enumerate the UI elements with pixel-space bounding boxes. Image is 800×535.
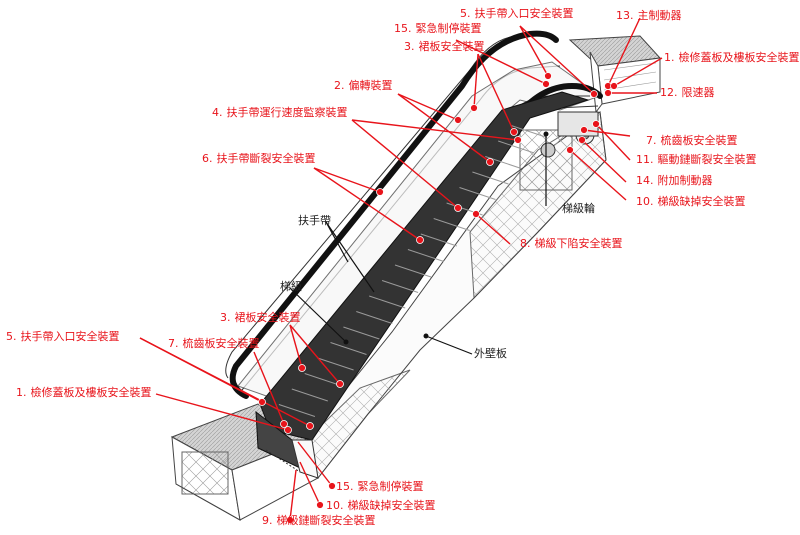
skirt-bottom: [265, 439, 319, 479]
step-tread: [330, 342, 367, 355]
label-outer-panel: 外壁板: [474, 347, 507, 360]
label-handrail-break: 6.扶手帶斷裂安全裝置: [202, 152, 316, 165]
label-emergency-stop-top: 15.緊急制停裝置: [394, 22, 482, 35]
label-handrail-entry-top: 5.扶手帶入口安全裝置: [460, 7, 574, 20]
label-speed-governor: 12.限速器: [660, 86, 715, 99]
label-deflection: 2.偏轉裝置: [334, 79, 393, 92]
label-cover-plate-top: 1.檢修蓋板及樓板安全裝置: [664, 51, 800, 64]
label-handrail-speed: 4.扶手帶運行速度監察裝置: [212, 106, 348, 119]
label-handrail: 扶手帶: [298, 214, 331, 227]
step-tread: [394, 264, 432, 278]
label-drive-chain: 11.驅動鏈斷裂安全裝置: [636, 153, 757, 166]
step-tread: [510, 125, 548, 138]
step-tread: [304, 373, 341, 386]
label-main-brake: 13.主制動器: [616, 9, 682, 22]
label-skirt-bottom: 3.裙板安全裝置: [220, 311, 301, 324]
label-aux-brake: 14.附加制動器: [636, 174, 713, 187]
step-tread: [381, 280, 419, 293]
step-tread: [356, 311, 393, 324]
step-tread: [459, 187, 496, 200]
label-comb-right: 7.梳齒板安全裝置: [646, 134, 738, 147]
label-emergency-stop-bottom: 15.緊急制停裝置: [336, 480, 424, 493]
step-tread: [278, 404, 316, 417]
label-step-wheel: 梯級輪: [562, 202, 595, 215]
label-cover-plate-bottom: 1.檢修蓋板及樓板安全裝置: [16, 386, 152, 399]
step-tread: [291, 388, 328, 402]
label-handrail-entry-bottom: 5.扶手帶入口安全裝置: [6, 330, 120, 343]
step-tread: [343, 326, 380, 340]
label-skirt-top: 3.裙板安全裝置: [404, 40, 485, 53]
label-missing-step-bottom: 10.梯級缺掉安全裝置: [326, 499, 436, 512]
component-leaders: [289, 134, 547, 355]
step-tread: [407, 249, 445, 262]
step-tread: [369, 295, 406, 309]
step-tread: [498, 140, 535, 154]
step-tread: [433, 218, 470, 231]
step-tread: [472, 171, 509, 185]
step-tread: [317, 357, 354, 371]
label-comb-bottom: 7.梳齒板安全裝置: [168, 337, 260, 350]
step-band: [255, 91, 590, 469]
label-step-chain: 9.梯級鏈斷裂安全裝置: [262, 514, 376, 527]
leader-lines: [139, 17, 663, 521]
outer-handrail: [229, 30, 559, 399]
marker-dots: [258, 72, 618, 524]
step-tread: [420, 233, 457, 247]
label-step: 梯級: [280, 280, 302, 293]
label-missing-step-right: 10.梯級缺掉安全裝置: [636, 195, 746, 208]
label-step-sag: 8.梯級下陷安全裝置: [520, 237, 623, 250]
